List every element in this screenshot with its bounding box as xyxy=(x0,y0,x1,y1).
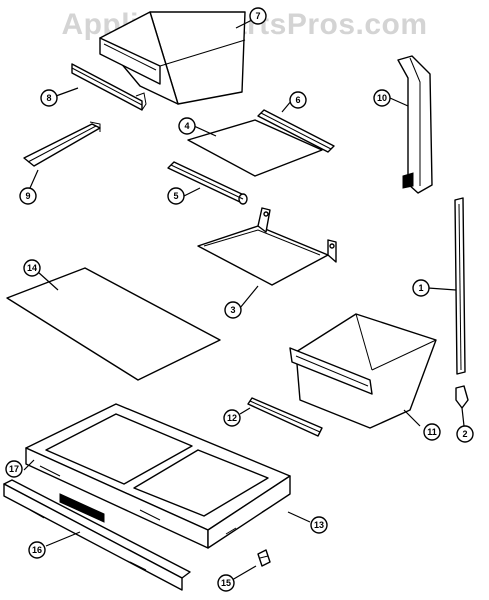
leader-lines xyxy=(23,19,465,581)
callout-1: 1 xyxy=(412,279,430,297)
callout-5: 5 xyxy=(167,187,185,205)
callout-14-label: 14 xyxy=(27,263,37,273)
part-rail-8 xyxy=(71,63,147,111)
part-tray-shelf-3 xyxy=(197,207,337,286)
callout-6: 6 xyxy=(289,91,307,109)
callout-13-label: 13 xyxy=(314,520,324,530)
callout-10-label: 10 xyxy=(377,93,387,103)
callout-4: 4 xyxy=(178,117,196,135)
part-glass-shelf-4 xyxy=(187,119,323,177)
callout-8: 8 xyxy=(40,89,58,107)
part-cover-frame-13 xyxy=(25,403,291,549)
callout-7: 7 xyxy=(249,7,267,25)
part-trim-bar-16 xyxy=(3,479,191,591)
callout-1-label: 1 xyxy=(418,283,423,293)
callout-4-label: 4 xyxy=(184,121,189,131)
callout-11: 11 xyxy=(423,423,441,441)
callout-14: 14 xyxy=(23,259,41,277)
callout-11-label: 11 xyxy=(427,427,437,437)
part-rail-12 xyxy=(247,397,323,437)
part-trim-9 xyxy=(23,121,101,167)
callout-17: 17 xyxy=(5,460,23,478)
callout-15-label: 15 xyxy=(221,578,231,588)
callout-9-label: 9 xyxy=(25,191,30,201)
callout-16-label: 16 xyxy=(32,545,42,555)
callout-13: 13 xyxy=(310,516,328,534)
callout-16: 16 xyxy=(28,541,46,559)
callout-10: 10 xyxy=(373,89,391,107)
part-rail-6 xyxy=(257,109,335,153)
callout-5-label: 5 xyxy=(173,191,178,201)
callout-9: 9 xyxy=(19,187,37,205)
callout-12-label: 12 xyxy=(227,413,237,423)
part-bracket-10 xyxy=(397,55,433,194)
callout-3-label: 3 xyxy=(230,305,235,315)
callout-3: 3 xyxy=(224,301,242,319)
callout-2: 2 xyxy=(456,425,474,443)
part-clip-2 xyxy=(455,385,469,409)
callout-15: 15 xyxy=(217,574,235,592)
part-crisper-bin-11 xyxy=(289,313,437,429)
callout-6-label: 6 xyxy=(295,95,300,105)
part-crisper-drawer-top xyxy=(99,11,246,105)
callout-7-label: 7 xyxy=(255,11,260,21)
part-clip-15 xyxy=(257,549,271,567)
callout-12: 12 xyxy=(223,409,241,427)
callout-2-label: 2 xyxy=(462,429,467,439)
callout-8-label: 8 xyxy=(46,93,51,103)
part-trim-5 xyxy=(167,161,248,205)
part-glass-panel-14 xyxy=(6,267,221,381)
part-vent-17 xyxy=(59,493,105,523)
callout-17-label: 17 xyxy=(9,464,19,474)
part-ladder-rail-1 xyxy=(454,197,466,375)
